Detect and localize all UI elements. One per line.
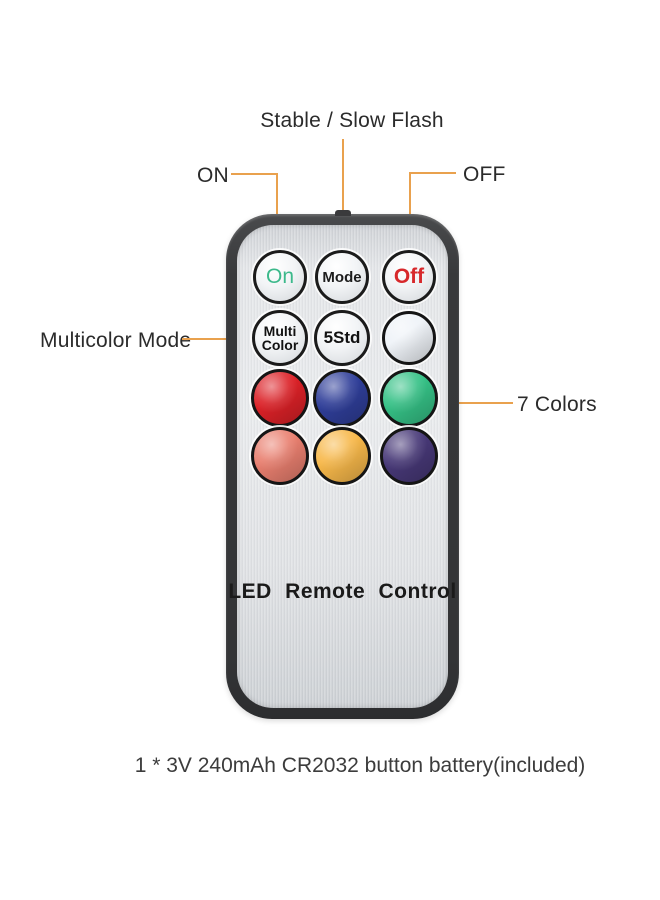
on-label: ON [197,164,229,187]
seven-colors-label: 7 Colors [517,393,597,416]
on-callout-line-h [231,173,277,175]
five-std-button-label: 5Std [323,328,361,347]
amber-color-button[interactable] [313,427,371,485]
off-button[interactable]: Off [382,250,436,304]
multi-color-button-label: Multi Color [261,323,299,353]
led-remote-control: On Mode Off Multi Color 5Std LED Remote … [226,210,459,719]
multi-color-button[interactable]: Multi Color [252,310,308,366]
stable-callout-line [342,139,344,263]
off-button-label: Off [393,265,425,288]
on-button[interactable]: On [253,250,307,304]
multicolor-mode-label: Multicolor Mode [40,329,192,352]
green-color-button[interactable] [380,369,438,427]
mode-button[interactable]: Mode [315,250,369,304]
battery-note: 1 * 3V 240mAh CR2032 button battery(incl… [134,754,586,777]
purple-color-button[interactable] [380,427,438,485]
off-label: OFF [463,163,506,186]
seven-colors-callout-line [444,402,513,404]
mode-button-label: Mode [322,268,362,286]
off-callout-line-h [409,172,456,174]
on-button-label: On [265,265,294,288]
five-std-button[interactable]: 5Std [314,310,370,366]
remote-brand-text: LED Remote Control [228,580,457,603]
ir-notch [335,210,351,216]
white-color-button[interactable] [382,311,436,365]
stable-slow-flash-label: Stable / Slow Flash [260,109,444,132]
multicolor-callout-line [182,338,249,340]
salmon-color-button[interactable] [251,427,309,485]
red-color-button[interactable] [251,369,309,427]
blue-color-button[interactable] [313,369,371,427]
